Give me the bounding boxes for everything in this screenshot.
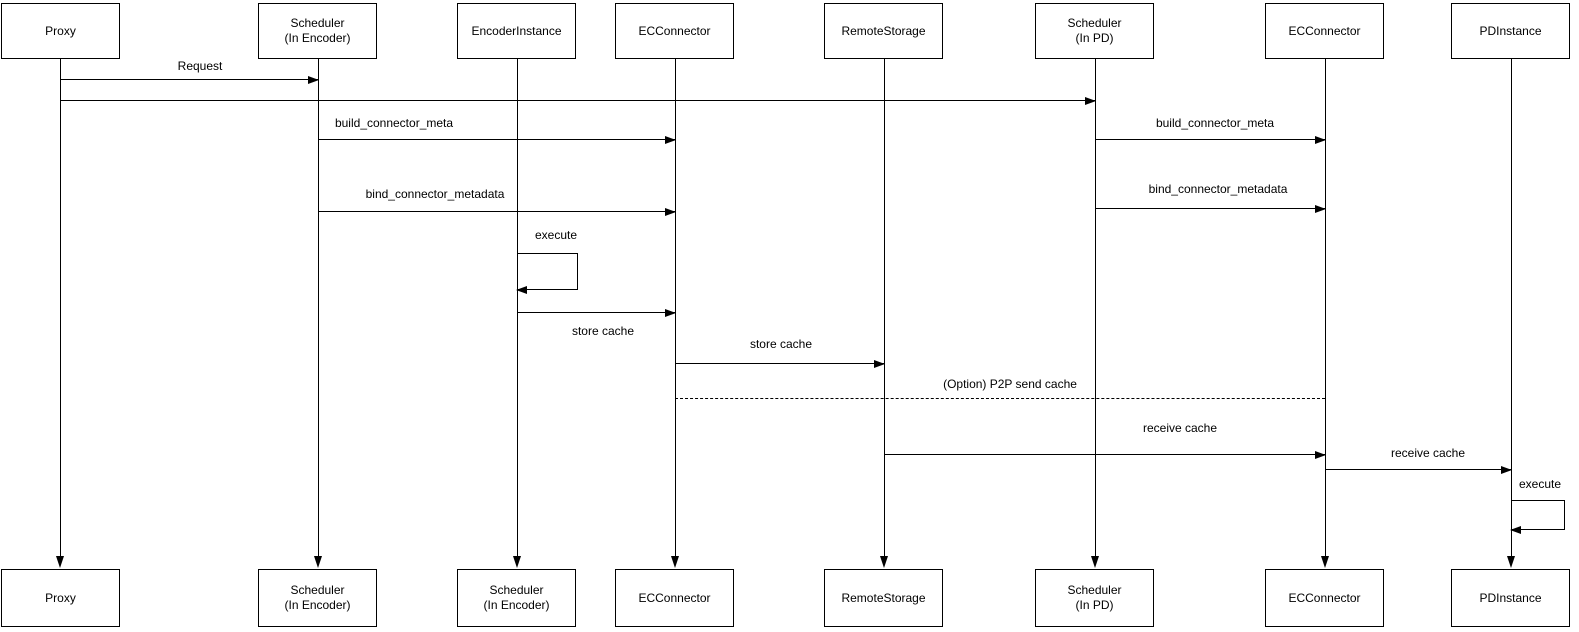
participant-box-remote-storage-bottom: RemoteStorage [824, 569, 943, 627]
arrowhead-down-icon [1506, 556, 1515, 568]
arrowhead-right-icon [665, 135, 676, 144]
message-arrow-receive-cache-2 [1325, 465, 1512, 474]
participant-box-ec-connector-pd-bottom: ECConnector [1265, 569, 1384, 627]
message-arrow-build-connector-meta [318, 135, 676, 144]
participant-box-pd-instance-top: PDInstance [1451, 3, 1570, 59]
arrowhead-right-icon [308, 75, 319, 84]
arrowhead-down-icon [879, 556, 888, 568]
message-label-receive-cache-1: receive cache [1142, 421, 1218, 435]
participant-box-pd-instance-bottom: PDInstance [1451, 569, 1570, 627]
message-label-build-connector-meta: build_connector_meta [334, 116, 454, 130]
message-label-store-cache-2: store cache [749, 337, 813, 351]
message-arrow-request [60, 75, 319, 84]
arrowhead-right-icon [874, 359, 885, 368]
message-arrow-receive-cache-1 [884, 450, 1326, 459]
message-label-p2p-send-cache: (Option) P2P send cache [943, 377, 1077, 391]
participant-box-remote-storage-top: RemoteStorage [824, 3, 943, 59]
participant-box-proxy-top: Proxy [1, 3, 120, 59]
message-line-p2p-send-cache [675, 398, 1325, 399]
message-label-execute-pd: execute [1518, 477, 1562, 491]
lifeline-scheduler-in-encoder [318, 59, 320, 557]
message-arrow-unlabeled [60, 96, 1096, 105]
arrowhead-down-icon [55, 556, 64, 568]
arrowhead-right-icon [1315, 135, 1326, 144]
arrowhead-right-icon [1501, 465, 1512, 474]
participant-box-ec-connector-encoder-bottom: ECConnector [615, 569, 734, 627]
arrowhead-right-icon [665, 308, 676, 317]
arrowhead-right-icon [1315, 450, 1326, 459]
lifeline-encoder-instance [517, 59, 519, 557]
arrowhead-left-icon [516, 285, 527, 294]
participant-box-encoder-instance-top: EncoderInstance [457, 3, 576, 59]
participant-box-scheduler-pd-top: Scheduler (In PD) [1035, 3, 1154, 59]
lifeline-proxy [60, 59, 62, 557]
message-arrow-store-cache-1 [517, 308, 676, 317]
message-arrow-bind-connector-metadata-pd [1095, 204, 1326, 213]
arrowhead-right-icon [1085, 96, 1096, 105]
participant-box-ec-connector-pd-top: ECConnector [1265, 3, 1384, 59]
message-label-store-cache-1: store cache [571, 324, 635, 338]
message-label-execute-encoder: execute [534, 228, 578, 242]
message-arrow-bind-connector-metadata [318, 207, 676, 216]
arrowhead-right-icon [665, 207, 676, 216]
participant-box-encoder-instance-bottom: Scheduler (In Encoder) [457, 569, 576, 627]
self-message-execute-pd [1510, 500, 1565, 534]
arrowhead-right-icon [1315, 204, 1326, 213]
participant-box-ec-connector-encoder-top: ECConnector [615, 3, 734, 59]
message-label-receive-cache-2: receive cache [1390, 446, 1466, 460]
participant-box-scheduler-encoder-bottom: Scheduler (In Encoder) [258, 569, 377, 627]
self-message-execute-encoder [516, 253, 578, 294]
arrowhead-down-icon [670, 556, 679, 568]
message-label-build-connector-meta-pd: build_connector_meta [1155, 116, 1275, 130]
lifeline-remote-storage [884, 59, 886, 557]
message-label-request: Request [177, 59, 223, 73]
arrowhead-left-icon [1510, 525, 1521, 534]
message-label-bind-connector-metadata-pd: bind_connector_metadata [1148, 182, 1288, 196]
lifeline-pd-instance [1511, 59, 1513, 557]
lifeline-scheduler-in-pd [1095, 59, 1097, 557]
message-arrow-build-connector-meta-pd [1095, 135, 1326, 144]
participant-box-proxy-bottom: Proxy [1, 569, 120, 627]
message-label-bind-connector-metadata: bind_connector_metadata [365, 187, 505, 201]
arrowhead-down-icon [1320, 556, 1329, 568]
arrowhead-down-icon [1090, 556, 1099, 568]
arrowhead-down-icon [512, 556, 521, 568]
participant-box-scheduler-pd-bottom: Scheduler (In PD) [1035, 569, 1154, 627]
arrowhead-down-icon [313, 556, 322, 568]
message-arrow-store-cache-2 [675, 359, 885, 368]
lifeline-ec-connector-encoder [675, 59, 677, 557]
lifeline-ec-connector-pd [1325, 59, 1327, 557]
participant-box-scheduler-encoder-top: Scheduler (In Encoder) [258, 3, 377, 59]
